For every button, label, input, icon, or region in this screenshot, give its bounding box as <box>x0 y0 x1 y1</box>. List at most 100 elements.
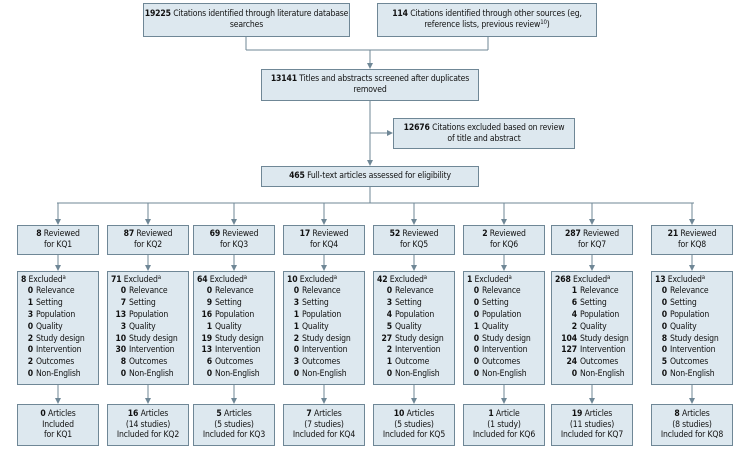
exclusion-reason-label: Population <box>670 309 710 320</box>
exclusion-reason-label: Non-English <box>670 369 715 380</box>
exclusion-reason-label: Study design <box>129 333 178 344</box>
exclusion-reason-label: Intervention <box>129 345 175 356</box>
kq-included-box: 16 Articles (14 studies) Included for KQ… <box>107 404 189 446</box>
exclusion-reason-count: 0 <box>661 286 667 296</box>
exclusion-reason-label: Non-English <box>36 369 81 380</box>
kq-label: for KQ7 <box>577 239 607 250</box>
identified-database-box: 19225 Citations identified through liter… <box>143 3 350 37</box>
exclusion-reason-count: 7 <box>120 297 126 308</box>
kq-reviewed-label: Reviewed <box>136 229 173 239</box>
kq-reviewed-label: Reviewed <box>583 229 620 239</box>
kq-articles-label: Articles <box>223 409 252 419</box>
fulltext-box: 465 Full-text articles assessed for elig… <box>261 166 479 187</box>
kq-included-box: 19 Articles (11 studies) Included for KQ… <box>551 404 633 446</box>
exclusion-reason-count: 8 <box>661 333 667 344</box>
exclusion-reason-count: 0 <box>473 357 479 368</box>
screened-box: 13141 Titles and abstracts screened afte… <box>261 69 479 101</box>
exclusion-reason-count: 2 <box>27 333 33 344</box>
kq-included-box: 10 Articles (5 studies) Included for KQ5 <box>373 404 455 446</box>
kq-reviewed-box: 2 Reviewed for KQ6 <box>463 225 545 255</box>
exclusion-reason-label: Intervention <box>580 345 626 356</box>
kq-included-studies: (8 studies) <box>672 419 712 430</box>
exclusion-reason-count: 1 <box>386 357 392 368</box>
footnote-marker: a <box>423 274 427 281</box>
excluded-screen-text: Citations excluded based on review of ti… <box>432 123 565 144</box>
exclusion-reason-label: Non-English <box>482 369 527 380</box>
exclusion-reason-count: 104 <box>561 333 577 344</box>
exclusion-reason-label: Outcomes <box>580 357 619 368</box>
exclusion-reason-count: 10 <box>115 333 127 344</box>
exclusion-reason-label: Setting <box>580 297 607 308</box>
kq-excluded-count: 8 <box>21 275 27 285</box>
exclusion-reason-label: Quality <box>129 321 156 332</box>
footnote-marker: a <box>607 274 611 281</box>
exclusion-reason-label: Study design <box>36 333 85 344</box>
exclusion-reason-label: Outcomes <box>482 357 521 368</box>
kq-included-for: Included for KQ5 <box>382 430 446 441</box>
kq-included-count: 0 <box>40 409 46 419</box>
exclusion-reason-count: 5 <box>386 321 392 332</box>
kq-reviewed-box: 87 Reviewed for KQ2 <box>107 225 189 255</box>
exclusion-reason-label: Setting <box>670 297 697 308</box>
kq-included-count: 7 <box>306 409 312 419</box>
kq-reviewed-count: 8 <box>36 229 42 239</box>
exclusion-reason-count: 0 <box>27 321 33 332</box>
exclusion-reason-label: Population <box>580 309 620 320</box>
kq-included-studies: (11 studies) <box>569 419 615 430</box>
kq-label: for KQ1 <box>43 239 73 250</box>
exclusion-reason-count: 0 <box>661 297 667 308</box>
kq-reviewed-box: 52 Reviewed for KQ5 <box>373 225 455 255</box>
exclusion-reason-count: 0 <box>293 369 299 380</box>
kq-included-for: for KQ1 <box>43 430 73 441</box>
kq-included-for: Included for KQ8 <box>660 430 724 441</box>
exclusion-reason-count: 3 <box>120 321 126 332</box>
kq-reviewed-count: 287 <box>564 229 581 239</box>
kq-reviewed-box: 17 Reviewed for KQ4 <box>283 225 365 255</box>
kq-included-count: 10 <box>393 409 405 419</box>
fulltext-count: 465 <box>289 171 305 181</box>
kq-excluded-label: Excluded <box>474 275 509 285</box>
exclusion-reason-label: Relevance <box>670 286 709 296</box>
exclusion-reason-count: 9 <box>206 297 212 308</box>
kq-articles-label: Articles <box>313 409 342 419</box>
exclusion-reason-count: 3 <box>293 357 299 368</box>
exclusion-reason-label: Quality <box>215 321 242 332</box>
exclusion-reason-label: Quality <box>36 321 63 332</box>
exclusion-reason-count: 2 <box>27 357 33 368</box>
exclusion-reason-count: 0 <box>661 345 667 356</box>
kq-excluded-label: Excluded <box>389 275 424 285</box>
exclusion-reason-count: 0 <box>386 369 392 380</box>
kq-label: for KQ8 <box>677 239 707 250</box>
kq-articles-label: Articles <box>140 409 169 419</box>
exclusion-reason-count: 3 <box>27 309 33 320</box>
screened-text: Titles and abstracts screened after dupl… <box>299 74 470 95</box>
exclusion-reason-count: 13 <box>115 309 127 320</box>
kq-excluded-count: 71 <box>111 275 122 285</box>
exclusion-reason-count: 0 <box>120 369 126 380</box>
exclusion-reason-count: 6 <box>206 357 212 368</box>
kq-reviewed-box: 21 Reviewed for KQ8 <box>651 225 733 255</box>
exclusion-reason-count: 16 <box>201 309 213 320</box>
exclusion-reason-label: Outcomes <box>215 357 254 368</box>
screened-count: 13141 <box>270 74 297 84</box>
identified-database-text: Citations identified through literature … <box>173 9 349 30</box>
